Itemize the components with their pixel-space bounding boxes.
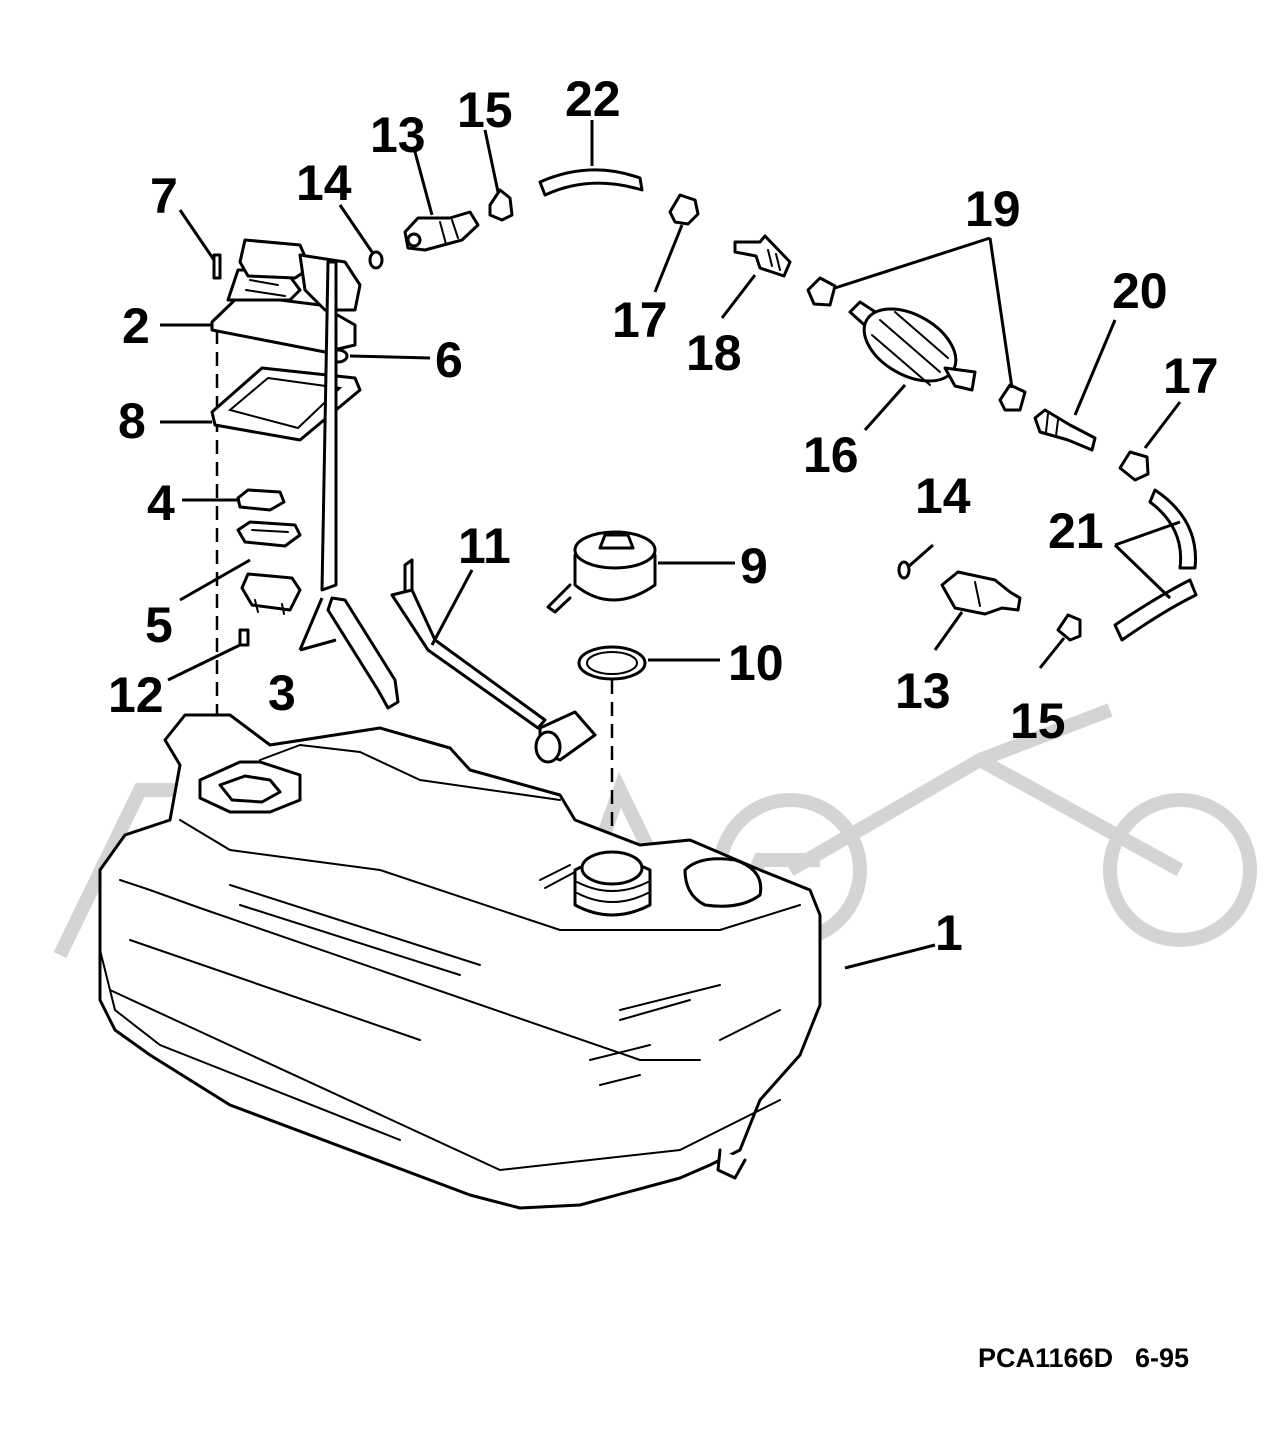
label-19: 19 [965, 181, 1021, 237]
callout-labels: 1 2 3 4 5 6 7 8 9 10 11 12 13 13 14 14 1… [108, 71, 1219, 961]
label-9: 9 [740, 538, 768, 594]
label-17-left: 17 [612, 292, 668, 348]
label-8: 8 [118, 393, 146, 449]
float-arm [390, 558, 597, 764]
screw [212, 253, 222, 280]
vent-housing [210, 238, 362, 354]
gauge-mechanism [240, 572, 302, 615]
label-21: 21 [1048, 503, 1104, 559]
label-14-left: 14 [296, 155, 352, 211]
retainer [236, 520, 302, 548]
clamp [998, 383, 1027, 412]
gasket [210, 366, 362, 442]
connector [403, 210, 480, 252]
date-code: 6-95 [1135, 1343, 1189, 1373]
label-1: 1 [935, 905, 963, 961]
clamp [806, 276, 837, 307]
label-14-right: 14 [915, 468, 971, 524]
screw [238, 628, 250, 647]
fuel-hose [1148, 488, 1197, 570]
hose-fitting [733, 234, 792, 278]
label-2: 2 [122, 298, 150, 354]
label-3: 3 [268, 665, 296, 721]
seal [236, 488, 286, 512]
fuel-tank [98, 713, 822, 1210]
o-ring [368, 250, 384, 270]
label-18: 18 [686, 325, 742, 381]
label-4: 4 [147, 475, 175, 531]
hose-fitting [1033, 408, 1097, 452]
label-6: 6 [435, 332, 463, 388]
label-16: 16 [803, 427, 859, 483]
primer-bulb [848, 300, 977, 392]
label-20: 20 [1112, 263, 1168, 319]
connector [940, 570, 1022, 616]
drawing-code: PCA1166D [978, 1343, 1113, 1373]
fuel-hose [1113, 578, 1198, 642]
clamp [668, 193, 700, 226]
label-5: 5 [145, 597, 173, 653]
clamp [488, 188, 514, 222]
cap-gasket [577, 645, 647, 681]
label-13-top: 13 [370, 107, 426, 163]
label-13-right: 13 [895, 663, 951, 719]
callout-lines [160, 120, 1182, 970]
label-11: 11 [458, 518, 511, 574]
label-17-right: 17 [1163, 348, 1219, 404]
clamp [1118, 450, 1150, 482]
pickup-tube [320, 260, 400, 710]
label-7: 7 [150, 168, 178, 224]
label-10: 10 [728, 635, 784, 691]
filler-cap [546, 530, 657, 614]
o-ring [897, 560, 911, 580]
clamp [1056, 613, 1082, 642]
label-12: 12 [108, 667, 164, 723]
hose [538, 168, 644, 197]
label-15-bottom: 15 [1010, 693, 1066, 749]
label-15-top: 15 [457, 82, 513, 138]
label-22: 22 [565, 71, 621, 127]
